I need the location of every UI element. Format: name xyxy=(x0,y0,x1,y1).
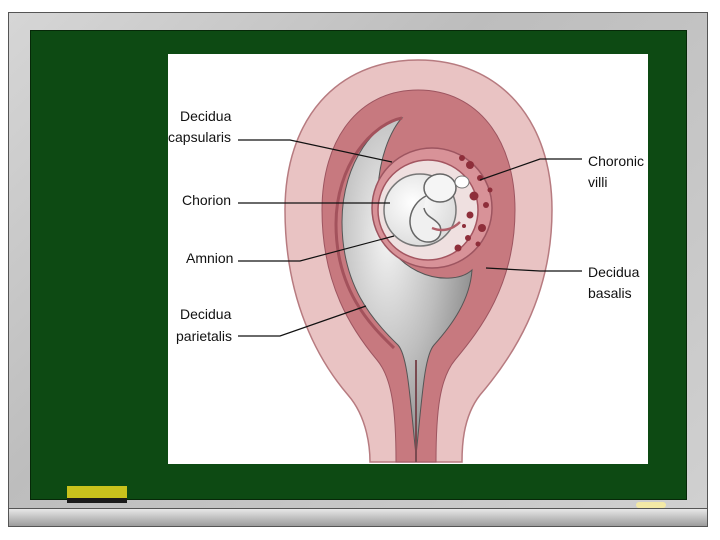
label-decidua-basalis-line2: basalis xyxy=(588,285,632,301)
label-chorion: Chorion xyxy=(182,192,231,208)
label-decidua-capsularis-line2: capsularis xyxy=(168,129,231,145)
label-decidua-parietalis-line2: parietalis xyxy=(176,328,232,344)
label-decidua-parietalis-line1: Decidua xyxy=(180,306,232,322)
label-decidua-basalis-line1: Decidua xyxy=(588,264,640,280)
label-chorionic-villi-line1: Choronic xyxy=(588,153,644,169)
label-chorionic-villi-line2: villi xyxy=(588,174,607,190)
label-amnion: Amnion xyxy=(186,250,233,266)
yolk-sac xyxy=(455,176,469,188)
embryo-head xyxy=(424,174,456,202)
label-decidua-capsularis-line1: Decidua xyxy=(180,108,232,124)
